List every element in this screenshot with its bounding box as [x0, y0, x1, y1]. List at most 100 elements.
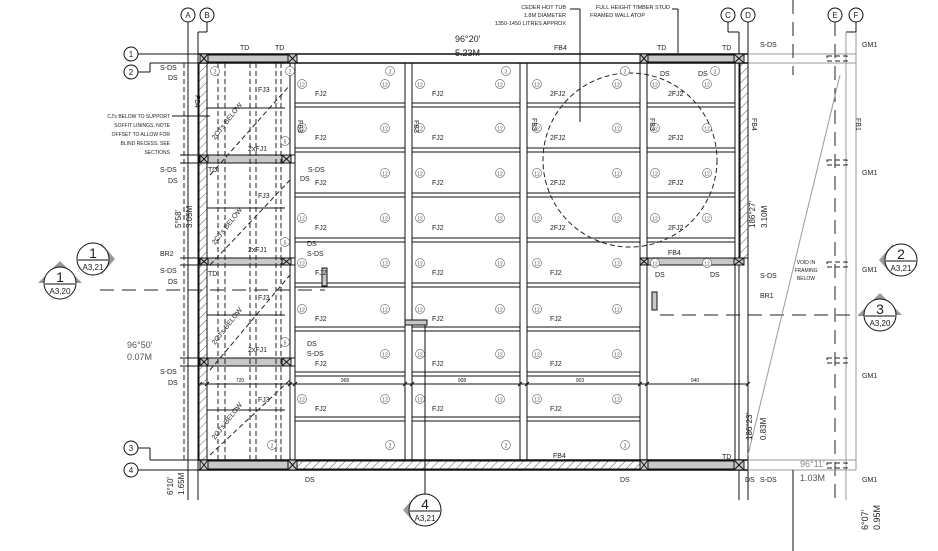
post-cross — [199, 459, 209, 471]
bottom-hatched-beam — [294, 460, 641, 470]
dimension-angle: 186°23' — [745, 413, 754, 440]
spacing-dimension: 940 — [691, 378, 700, 384]
gm1-label: GM1 — [862, 477, 877, 484]
joist-label: 2FJ2 — [668, 225, 684, 232]
fb4-label: FB4 — [554, 45, 567, 52]
fb4-label: FB4 — [553, 453, 566, 460]
top-dimension-angle: 96°20' — [455, 34, 481, 44]
ceiling-joist-note: SOFFIT LININGS, NOTE — [114, 123, 170, 129]
joist-label: 2FJ2 — [668, 180, 684, 187]
hot-tub-note: 1350-1450 LITRES APPROX — [495, 21, 567, 27]
joist-marker-label: 12 — [704, 126, 710, 132]
dim-tick — [287, 381, 293, 387]
joist-marker-label: 12 — [497, 216, 503, 222]
dim-tick — [524, 381, 530, 387]
joist-marker-icon — [210, 66, 220, 76]
fj2-label: FJ2 — [315, 225, 327, 232]
joist-marker-label: 2 — [714, 69, 717, 75]
grid-label-D: D — [745, 11, 751, 20]
fj2-label: FJ2 — [315, 270, 327, 277]
joist-label: 2FJ2 — [550, 135, 566, 142]
right-dimension-angle: 186°27' — [748, 201, 757, 228]
section-marker-3-sheet: A3,20 — [870, 319, 891, 328]
fb4-mid-beam — [646, 257, 741, 266]
void-diagonal — [747, 74, 841, 456]
joist-marker-label: 12 — [614, 126, 620, 132]
joist-marker-label: 12 — [652, 82, 658, 88]
section-marker-2 — [884, 243, 918, 277]
post-cross — [199, 154, 209, 164]
ceiling-joist-note: SECTIONS — [144, 150, 170, 156]
joist-marker-icon — [267, 440, 277, 450]
fb3-label: FB3 — [296, 120, 303, 133]
fj3-label: FJ3 — [258, 397, 270, 404]
section-cut — [404, 319, 428, 326]
joist-marker-icon — [297, 304, 307, 314]
gm1-label: GM1 — [862, 42, 877, 49]
dim-tick — [517, 381, 523, 387]
joist-marker-label: 12 — [704, 82, 710, 88]
joist-marker-icon — [702, 213, 712, 223]
joist-marker-label: 2 — [505, 69, 508, 75]
ds-label: DS — [168, 178, 178, 185]
joist-marker-label: 12 — [614, 216, 620, 222]
joist-marker-icon — [380, 79, 390, 89]
cj-below-label: 2CJ's BELOW — [211, 102, 244, 142]
joist-marker-icon — [495, 213, 505, 223]
void-note: FRAMING — [794, 268, 817, 274]
joist-marker-label: 12 — [299, 307, 305, 313]
section-marker-2-number: 2 — [897, 246, 905, 262]
2xfj1-label: 2xFJ1 — [248, 247, 267, 254]
ds-label: DS — [300, 176, 310, 183]
joist-label: FJ2 — [550, 316, 562, 323]
sds-label: S-DS — [160, 268, 177, 275]
dim-tick — [292, 381, 298, 387]
post-cross — [639, 257, 649, 266]
joist-label: FJ2 — [550, 361, 562, 368]
gm1-label: GM1 — [862, 170, 877, 177]
joist-marker-label: 12 — [704, 261, 710, 267]
2xfj1-label: 2xFJ1 — [248, 146, 267, 153]
sds-label: S-DS — [308, 167, 325, 174]
post-cross — [281, 257, 292, 266]
joist-marker-icon — [415, 258, 425, 268]
joist-marker-icon — [380, 394, 390, 404]
joist-marker-label: 12 — [652, 261, 658, 267]
joist-marker-label: 12 — [534, 126, 540, 132]
joist-marker-icon — [620, 440, 630, 450]
joist-label: FJ2 — [550, 270, 562, 277]
joist-marker-icon — [702, 258, 712, 268]
post-cross — [733, 257, 745, 266]
fj3-label: FJ3 — [258, 193, 270, 200]
joist-marker-label: 12 — [382, 171, 388, 177]
joist-marker-icon — [532, 79, 542, 89]
joist-marker-icon — [612, 168, 622, 178]
joist-marker-icon — [650, 258, 660, 268]
joist-marker-label: 12 — [299, 397, 305, 403]
joist-marker-label: 12 — [652, 171, 658, 177]
fj3-label: FJ3 — [258, 87, 270, 94]
sds-label: S-DS — [160, 369, 177, 376]
gm1-post — [826, 261, 848, 268]
sds-label: S-DS — [307, 251, 324, 258]
void-note: BELOW — [797, 276, 815, 282]
section-marker-1-sheet: A3,21 — [83, 263, 104, 272]
joist-marker-label: 5 — [284, 240, 287, 246]
joist-marker-label: 12 — [614, 261, 620, 267]
joist-marker-label: 12 — [704, 216, 710, 222]
joist-marker-label: 12 — [497, 261, 503, 267]
section-marker-3 — [863, 298, 897, 332]
ds-label: DS — [307, 241, 317, 248]
joist-marker-icon — [650, 123, 660, 133]
joist-marker-icon — [650, 213, 660, 223]
section-marker-1 — [43, 266, 77, 300]
section-marker-1-sheet: A3,20 — [50, 287, 71, 296]
joist-marker-icon — [495, 394, 505, 404]
joist-marker-icon — [415, 304, 425, 314]
joist-marker-label: 12 — [382, 126, 388, 132]
ceiling-joist-note: BLIND RECESS, SEE — [121, 141, 171, 147]
ds-label: DS — [660, 71, 670, 78]
joist-label: 2FJ2 — [668, 91, 684, 98]
post-cross — [733, 459, 745, 471]
